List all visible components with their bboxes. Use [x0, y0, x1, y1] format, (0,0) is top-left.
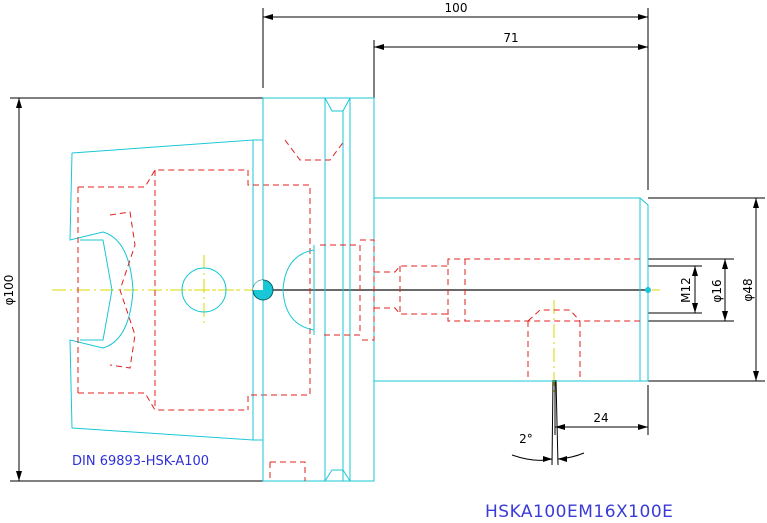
angle-label: 2° — [519, 432, 533, 446]
part-title: HSKA100EM16X100E — [485, 502, 673, 522]
dimension-angle: 2° — [511, 379, 585, 466]
dimension-screw-offset: 24 — [554, 380, 649, 435]
drive-key-marker — [252, 279, 651, 301]
dimension-bore-diameter: φ16 — [648, 258, 734, 322]
shank-hidden — [374, 258, 640, 380]
overall-length-label: 100 — [445, 1, 468, 15]
dimension-flange-diameter: φ100 — [2, 97, 263, 482]
bore-diameter-label: φ16 — [710, 279, 724, 302]
center-lines — [52, 255, 660, 392]
dimension-thread: M12 — [648, 265, 702, 314]
thread-label: M12 — [679, 277, 693, 303]
shank-outline — [374, 197, 649, 382]
screw-offset-label: 24 — [593, 411, 608, 425]
shank-diameter-label: φ48 — [741, 278, 755, 301]
flange-diameter-label: φ100 — [2, 275, 16, 306]
dimension-shank-diameter: φ48 — [648, 197, 765, 382]
shank-length-label: 71 — [503, 31, 518, 45]
hsk-taper-hidden — [77, 169, 311, 411]
standard-label: DIN 69893-HSK-A100 — [72, 454, 209, 469]
flange-hidden — [269, 139, 375, 481]
dimension-shank-length: 71 — [373, 31, 648, 100]
dimension-overall-length: 100 — [262, 1, 649, 190]
